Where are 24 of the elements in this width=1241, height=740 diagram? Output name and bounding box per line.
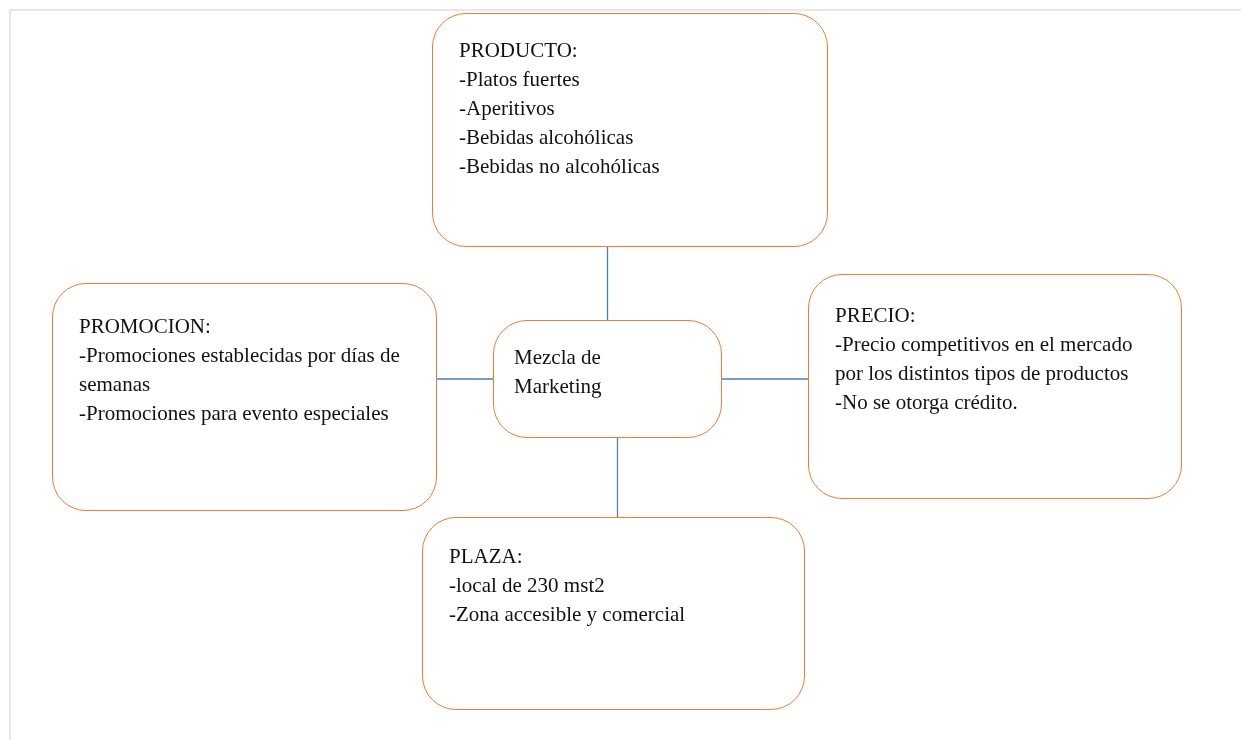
connector-line [721, 378, 809, 380]
list-item: -Promociones establecidas por días de semanas [79, 342, 401, 398]
list-box [52, 283, 437, 511]
list-box [808, 274, 1182, 499]
list-box [432, 13, 828, 247]
list-item: -Precio competitivos en el mercado por los distintos tipos de productos [835, 331, 1134, 387]
list-item: -Aperitivos [459, 95, 556, 122]
connector-line [436, 378, 494, 380]
list-item: -Promociones para evento especiales [79, 400, 390, 427]
concept-box [493, 320, 722, 438]
list-item: -Bebidas no alcohólicas [459, 153, 661, 180]
list-item: -No se otorga crédito. [835, 389, 1019, 416]
list-item: -local de 230 mst2 [449, 572, 606, 599]
list-item: -Platos fuertes [459, 66, 581, 93]
box-heading: PLAZA: [449, 543, 524, 570]
list-item: -Zona accesible y comercial [449, 601, 687, 628]
box-heading: PRODUCTO: [459, 37, 579, 64]
box-heading: PRECIO: [835, 302, 917, 329]
connector-line [606, 246, 609, 321]
box-heading: PROMOCION: [79, 313, 212, 340]
list-box [422, 517, 805, 710]
list-item: -Bebidas alcohólicas [459, 124, 635, 151]
box-text: Mezcla de Marketing [514, 344, 603, 400]
connector-line [616, 437, 619, 518]
